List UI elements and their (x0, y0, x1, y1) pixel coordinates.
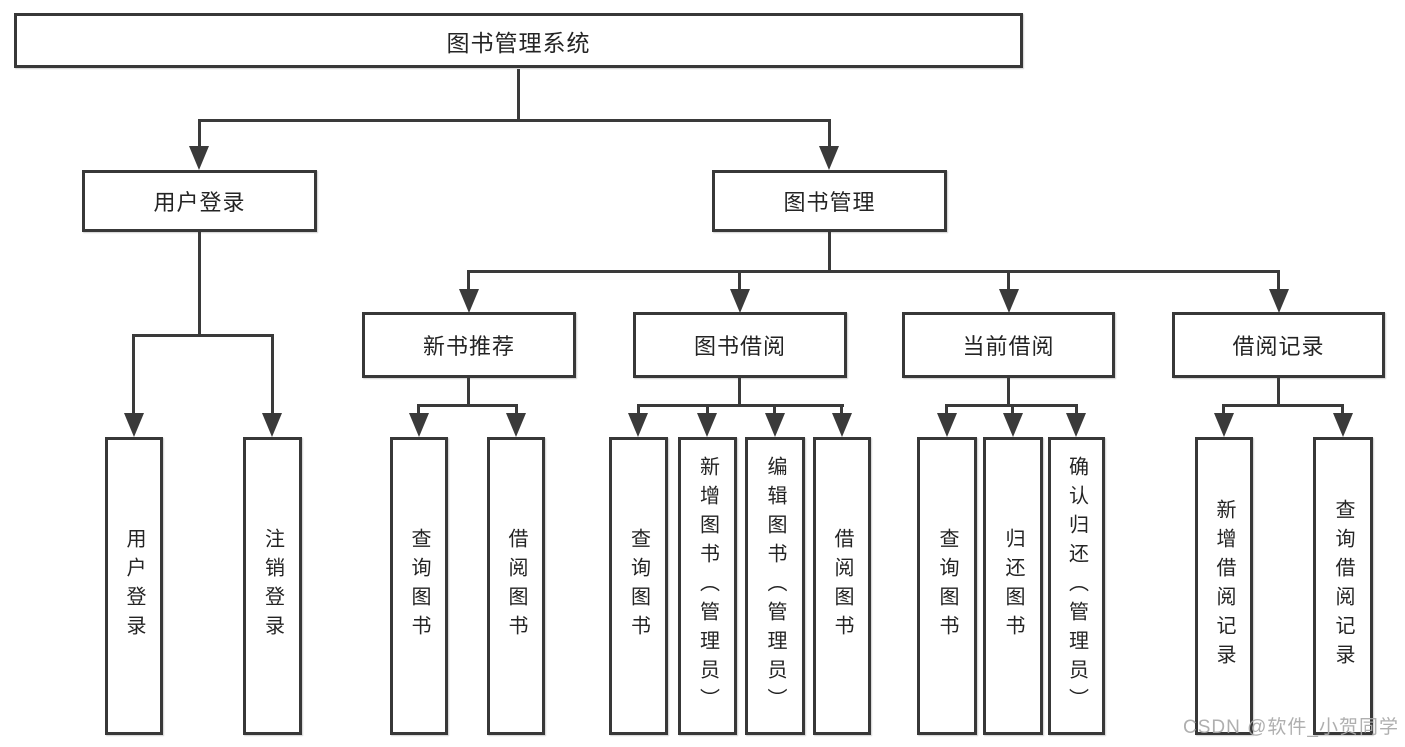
leaf-newbook-query: 查询图书 (390, 437, 448, 735)
connector-line (1007, 378, 1010, 406)
node-label: 新书推荐 (422, 334, 515, 359)
node-label: 图书管理系统 (446, 29, 591, 56)
connector-line (417, 406, 420, 415)
node-label: 确认归还（管理员） (1065, 455, 1088, 717)
arrowhead-down-icon (765, 413, 785, 437)
connector-line (945, 406, 948, 415)
node-user-login-module: 用户登录 (82, 170, 317, 232)
node-book-borrowing: 图书借阅 (633, 312, 847, 378)
node-label: 图书管理 (783, 190, 876, 215)
connector-line (517, 69, 520, 121)
connector-line (828, 232, 831, 272)
connector-line (271, 336, 274, 415)
arrowhead-down-icon (1214, 413, 1234, 437)
connector-line (198, 121, 201, 149)
connector-line (637, 404, 844, 407)
arrowhead-down-icon (1333, 413, 1353, 437)
connector-line (1075, 406, 1078, 415)
connector-line (467, 272, 470, 291)
connector-line (1277, 272, 1280, 291)
connector-line (945, 404, 1078, 407)
node-new-book-recommend: 新书推荐 (362, 312, 576, 378)
connector-line (706, 406, 709, 415)
connector-line (1007, 272, 1010, 291)
leaf-borrow-edit-admin: 编辑图书（管理员） (745, 437, 805, 735)
connector-line (198, 232, 201, 336)
node-label: 注销登录 (261, 528, 284, 644)
connector-line (828, 121, 831, 149)
node-label: 借阅图书 (831, 528, 853, 644)
leaf-borrow-query: 查询图书 (609, 437, 668, 735)
arrowhead-down-icon (262, 413, 282, 437)
connector-line (840, 406, 843, 415)
arrowhead-down-icon (628, 413, 648, 437)
arrowhead-down-icon (999, 289, 1019, 313)
node-label: 借阅图书 (505, 528, 527, 644)
connector-line (515, 406, 518, 415)
connector-line (1222, 404, 1344, 407)
node-book-management-module: 图书管理 (712, 170, 947, 232)
arrowhead-down-icon (697, 413, 717, 437)
connector-line (132, 336, 135, 415)
node-label: 编辑图书（管理员） (764, 455, 786, 717)
node-label: 查询图书 (627, 528, 650, 644)
connector-line (198, 119, 831, 122)
node-label: 用户登录 (153, 190, 246, 215)
arrowhead-down-icon (1003, 413, 1023, 437)
node-label: 新增借阅记录 (1213, 499, 1235, 673)
watermark: CSDN @软件_小贺同学 (1183, 717, 1399, 738)
arrowhead-down-icon (937, 413, 957, 437)
connector-line (467, 378, 470, 406)
arrowhead-down-icon (1066, 413, 1086, 437)
leaf-borrow-add-admin: 新增图书（管理员） (678, 437, 737, 735)
arrowhead-down-icon (1269, 289, 1289, 313)
node-current-borrowing: 当前借阅 (902, 312, 1115, 378)
node-label: 借阅记录 (1232, 334, 1325, 359)
node-label: 新增图书（管理员） (696, 455, 719, 717)
arrowhead-down-icon (506, 413, 526, 437)
node-label: 查询图书 (936, 528, 958, 644)
node-label: 当前借阅 (962, 334, 1055, 359)
connector-line (1011, 406, 1014, 415)
node-system-root: 图书管理系统 (14, 13, 1023, 68)
leaf-record-add: 新增借阅记录 (1195, 437, 1253, 735)
arrowhead-down-icon (459, 289, 479, 313)
connector-line (738, 378, 741, 406)
arrowhead-down-icon (189, 146, 209, 170)
arrowhead-down-icon (730, 289, 750, 313)
node-label: 归还图书 (1002, 528, 1024, 644)
node-label: 查询借阅记录 (1332, 499, 1354, 673)
node-label: 用户登录 (123, 528, 145, 644)
leaf-current-confirm-admin: 确认归还（管理员） (1048, 437, 1105, 735)
arrowhead-down-icon (124, 413, 144, 437)
connector-line (1341, 406, 1344, 415)
leaf-newbook-borrow: 借阅图书 (487, 437, 545, 735)
arrowhead-down-icon (409, 413, 429, 437)
connector-line (417, 404, 518, 407)
leaf-logout: 注销登录 (243, 437, 302, 735)
leaf-user-login: 用户登录 (105, 437, 163, 735)
node-borrowing-records: 借阅记录 (1172, 312, 1385, 378)
node-label: 图书借阅 (693, 334, 786, 359)
connector-line (467, 270, 1280, 273)
arrowhead-down-icon (819, 146, 839, 170)
leaf-current-query: 查询图书 (917, 437, 977, 735)
connector-line (773, 406, 776, 415)
connector-line (1277, 378, 1280, 406)
arrowhead-down-icon (832, 413, 852, 437)
connector-line (637, 406, 640, 415)
leaf-borrow-borrow: 借阅图书 (813, 437, 871, 735)
node-label: 查询图书 (408, 528, 430, 644)
leaf-current-return: 归还图书 (983, 437, 1043, 735)
connector-line (738, 272, 741, 291)
connector-line (132, 334, 274, 337)
leaf-record-query: 查询借阅记录 (1313, 437, 1373, 735)
connector-line (1222, 406, 1225, 415)
